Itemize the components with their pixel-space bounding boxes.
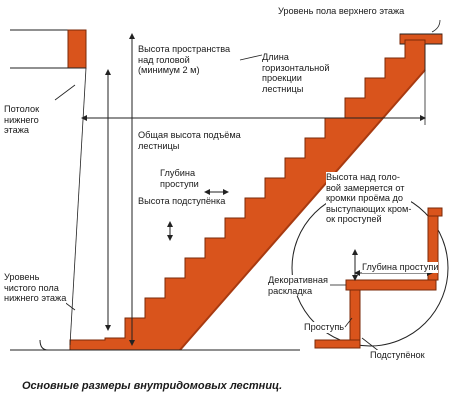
figure-caption: Основные размеры внутридомовых лестниц. xyxy=(22,380,283,392)
upper-floor-slab xyxy=(10,29,87,69)
label-lower-ceiling: Потолок нижнего этажа xyxy=(4,104,40,136)
label-total-rise: Общая высота подъёма лестницы xyxy=(138,130,241,151)
leader-lines xyxy=(54,19,441,311)
label-tread-depth-detail: Глубина проступи xyxy=(362,262,439,273)
label-tread-depth: Глубина проступи xyxy=(160,168,199,189)
label-headroom-measured: Высота над голо- вой замеряется от кромк… xyxy=(326,172,412,225)
headroom-slope-line xyxy=(69,67,87,346)
label-upper-floor-level: Уровень пола верхнего этажа xyxy=(278,6,405,17)
label-tread: Проступь xyxy=(304,322,345,333)
label-riser-height: Высота подступёнка xyxy=(138,196,226,207)
label-decorative-molding: Декоративная раскладка xyxy=(268,275,328,296)
label-headroom: Высота пространства над головой (минимум… xyxy=(138,44,231,76)
label-finished-floor: Уровень чистого пола нижнего этажа xyxy=(4,272,67,304)
label-riser: Подступёнок xyxy=(370,350,425,361)
label-horizontal-length: Длина горизонтальной проекции лестницы xyxy=(262,52,330,94)
